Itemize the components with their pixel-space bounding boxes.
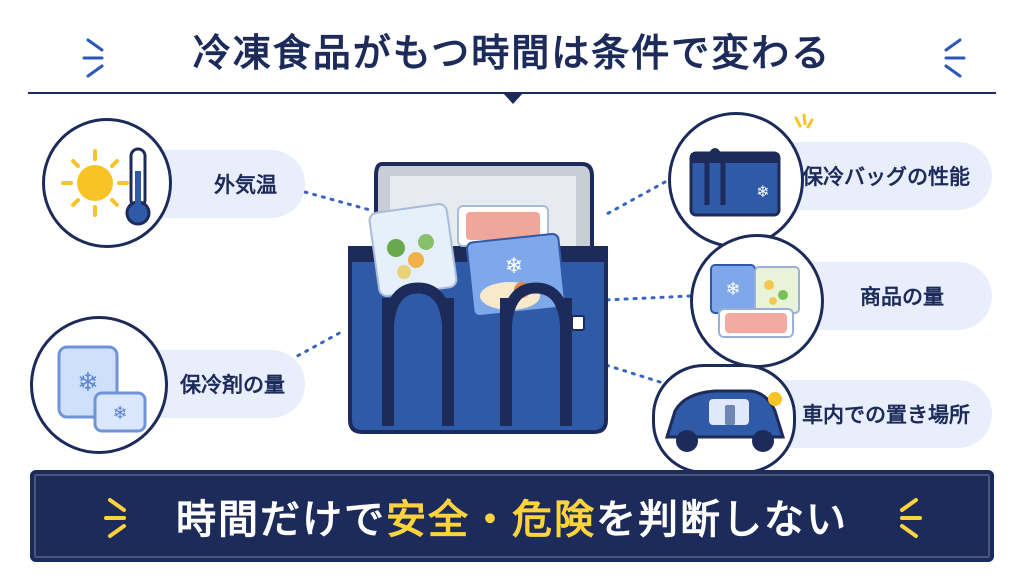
banner-left-spark-icon [104,498,126,538]
warning-banner: 時間だけで 安全 ・ 危険 を判断しない [30,470,994,562]
factor-product-amount-label: 商品の量 [860,285,944,309]
ice-pack-illustration: ❄ ❄ [30,316,168,454]
cooler-bag-illustration: ❄ [348,162,608,434]
car-illustration [652,364,796,474]
ice-pack-icon: ❄ ❄ [57,345,147,433]
cooler-bag-icon: ❄ [689,148,781,217]
svg-text:❄: ❄ [505,254,523,279]
svg-text:❄: ❄ [77,368,99,398]
banner-highlight-safe: 安全 [386,497,470,543]
svg-text:❄: ❄ [112,403,127,424]
frozen-products-icon: ❄ [710,264,800,338]
products-illustration: ❄ [690,234,824,368]
title-pointer [503,93,523,104]
factor-outside-temp-label: 外気温 [214,173,277,197]
banner-text-part1: 時間だけで [176,497,386,543]
page-title: 冷凍食品がもつ時間は条件で変わる [192,31,832,75]
bag-spark-icon [794,113,814,129]
warning-banner-text: 時間だけで 安全 ・ 危険 を判断しない [30,470,994,562]
car-icon [664,389,786,452]
factor-car-location-label: 車内での置き場所 [802,403,970,427]
right-spark-icon [944,38,966,78]
banner-highlight-dot: ・ [470,497,512,543]
banner-right-spark-icon [900,498,922,538]
sun-thermometer-icon [61,147,151,226]
svg-text:❄: ❄ [725,279,740,300]
banner-highlight-danger: 危険 [512,497,596,543]
factor-bag-performance-label: 保冷バッグの性能 [802,165,970,189]
factor-ice-pack-label: 保冷剤の量 [180,373,285,397]
outside-temp-illustration [42,118,172,248]
bag-illustration: ❄ [668,112,804,248]
left-spark-icon [82,38,104,78]
banner-text-part2: を判断しない [596,497,848,543]
svg-text:❄: ❄ [756,182,769,201]
